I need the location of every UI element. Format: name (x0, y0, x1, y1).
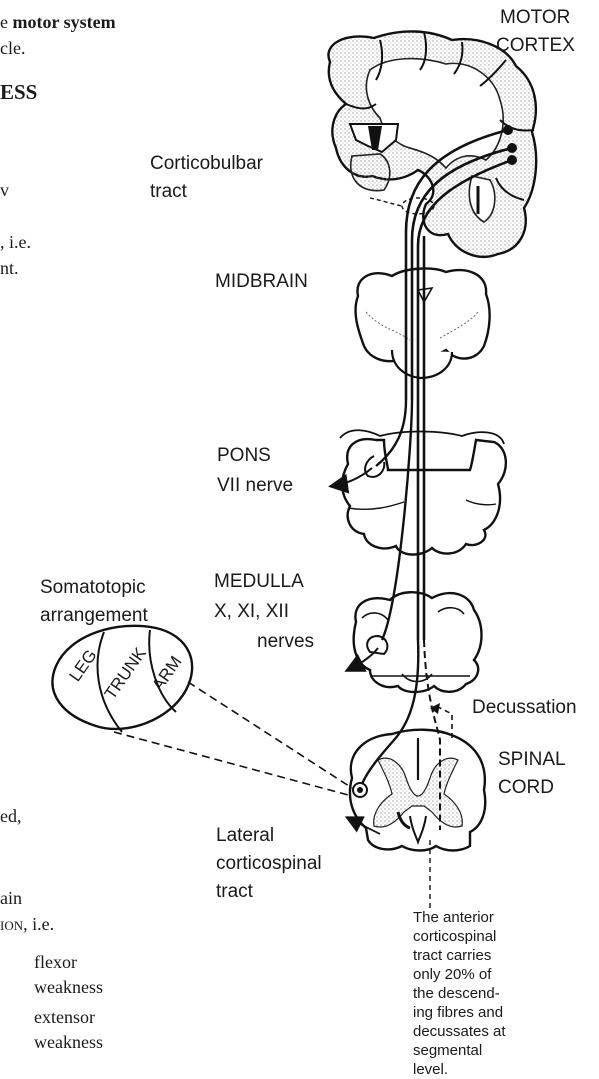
corticobulbar-pointer (370, 198, 402, 206)
text-fragment-v: v (0, 178, 9, 202)
text-fragment-cle: cle. (0, 36, 25, 60)
somatotopic-dashed-line-top (188, 682, 352, 788)
midbrain-section (356, 269, 490, 378)
anterior-tract-note: The anterior corticospinal tract carries… (413, 908, 533, 1079)
label-midbrain: MIDBRAIN (215, 270, 308, 294)
text-prefix: e (0, 12, 13, 32)
note-line: only 20% of (413, 965, 533, 984)
label-vii-nerve: VII nerve (217, 474, 293, 498)
text-fragment-ie: , i.e. (0, 230, 31, 254)
note-line: segmental (413, 1041, 533, 1060)
text-bold-motor-system: motor system (13, 12, 116, 32)
label-motor: MOTOR (500, 6, 570, 30)
label-cord: CORD (498, 776, 554, 800)
note-line: decussates at (413, 1022, 533, 1041)
motor-pathway-diagram (0, 0, 599, 1056)
somatotopic-dashed-line-bottom (114, 732, 352, 796)
label-corticobulbar-tract: tract (150, 180, 187, 204)
text-fragment-nt: nt. (0, 256, 19, 280)
text-extensor-weakness: weakness (34, 1030, 103, 1054)
text-ion-post: , i.e. (23, 914, 54, 934)
label-medulla-nerves: X, XI, XII (214, 600, 289, 624)
note-line: the descend- (413, 984, 533, 1003)
label-lateral-tract: tract (216, 880, 253, 904)
label-corticobulbar: Corticobulbar (150, 152, 263, 176)
label-cortex: CORTEX (496, 34, 575, 58)
text-fragment-ion: ion, i.e. (0, 912, 54, 936)
note-line: The anterior (413, 908, 533, 927)
label-lateral: Lateral (216, 824, 274, 848)
note-line: ing fibres and (413, 1003, 533, 1022)
label-spinal: SPINAL (498, 748, 566, 772)
label-decussation: Decussation (472, 696, 577, 720)
label-pons: PONS (217, 444, 271, 468)
text-extensor: extensor (34, 1005, 95, 1029)
motor-cortex-section (328, 31, 536, 256)
text-flexor: flexor (34, 950, 77, 974)
text-fragment-ed: ed, (0, 804, 22, 828)
spinal-cord-section (350, 730, 485, 851)
label-arrangement: arrangement (40, 604, 148, 628)
note-line: tract carries (413, 946, 533, 965)
label-medulla: MEDULLA (214, 570, 304, 594)
label-somatotopic: Somatotopic (40, 576, 146, 600)
label-corticospinal: corticospinal (216, 852, 322, 876)
text-motor-system: e motor system (0, 10, 116, 34)
text-heading-ess: ESS (0, 80, 37, 104)
label-nerves: nerves (257, 630, 314, 654)
text-ion-smallcaps: ion (0, 914, 23, 934)
text-flexor-weakness: weakness (34, 975, 103, 999)
note-line: level. (413, 1060, 533, 1079)
text-fragment-ain: ain (0, 886, 22, 910)
note-line: corticospinal (413, 927, 533, 946)
